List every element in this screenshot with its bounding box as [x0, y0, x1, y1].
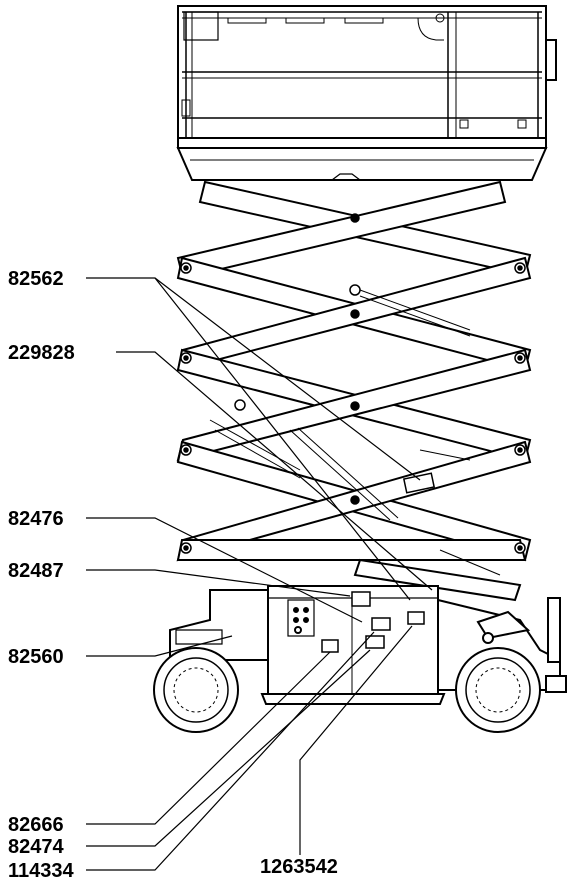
label-82666: 82666: [8, 814, 64, 836]
label-82474: 82474: [8, 836, 64, 858]
label-82560: 82560: [8, 646, 64, 668]
platform: [176, 5, 557, 181]
part-labels: 82562 229828 82476 82487 82560 82666 824…: [8, 268, 338, 882]
leader-lines: [86, 277, 433, 871]
left-wheel: [153, 647, 239, 733]
label-229828: 229828: [8, 342, 75, 364]
label-114334: 114334: [8, 860, 75, 882]
label-1263542: 1263542: [260, 856, 338, 878]
label-82487: 82487: [8, 560, 64, 582]
lift-cylinder: [209, 289, 501, 576]
chassis-decals: [321, 591, 425, 653]
label-82476: 82476: [8, 508, 64, 530]
decal-arm: [402, 472, 436, 494]
label-82562: 82562: [8, 268, 64, 290]
right-wheel: [455, 647, 541, 733]
scissor-stack: [176, 180, 532, 602]
pivot-pins: [180, 213, 526, 554]
